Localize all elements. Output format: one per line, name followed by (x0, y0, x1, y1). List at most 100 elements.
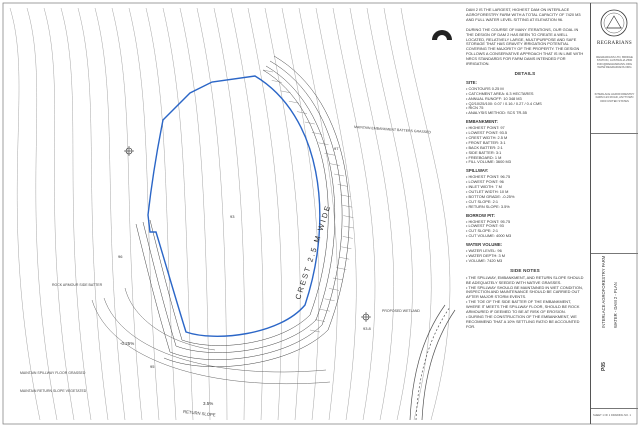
batter-hatch (329, 163, 340, 166)
list-item: • ANALYSIS METHOD: SCS TR-55 (466, 110, 527, 116)
list-item: • SIDE BATTER: 3:1 (466, 149, 502, 155)
list-item: • HIGHEST POINT: 96.75 (466, 174, 511, 180)
batter-hatch (339, 257, 350, 260)
contour-line (77, 7, 109, 421)
contour-line (332, 7, 376, 421)
list-item: • BOTTOM GRADE: -0.25% (466, 193, 515, 199)
list-item: • LOWEST POINT: 96 (466, 179, 504, 185)
batter-hatch (340, 194, 351, 197)
contour-line (366, 7, 413, 421)
list-item: • THE SPILLWAY SHOULD BE MAINTAINED IN W… (466, 284, 583, 300)
wetland-label: PROPOSED WETLAND (382, 309, 420, 313)
list-item: • WATER LEVEL: 96 (466, 248, 502, 254)
survey-marker-icon (361, 312, 371, 322)
divider (591, 133, 638, 134)
list-item: • OUTLET WIDTH: 10 M (466, 189, 509, 194)
batter-hatch (324, 298, 335, 301)
contour-line (247, 7, 282, 421)
batter-label: MAINTAIN EMBANKMENT BATTERS GRASSED (354, 125, 432, 134)
contour-line (94, 7, 126, 421)
project-name: INTERLACE AGROFORESTRY FARM (601, 255, 606, 328)
design-notes: DAM 2 IS THE LARGEST, HIGHEST DAM ON INT… (466, 7, 584, 330)
list-item: • FRONT BATTER: 3:1 (466, 139, 506, 145)
north-arrow-icon (432, 30, 452, 40)
client-address: INTERLACE AGROFORESTRY FARM 123 ROAD, AN… (594, 92, 635, 103)
batter-hatch (311, 132, 322, 135)
batter-hatch (341, 246, 352, 249)
regrarians-logo-icon (600, 9, 628, 37)
batter-hatch (280, 90, 291, 93)
sheet-title: WATER - DAM 2 - PLAN (613, 282, 618, 328)
batter-hatch (318, 142, 329, 145)
list-item: • CUT SLOPE: 2:1 (466, 228, 499, 234)
contour-line (213, 7, 245, 421)
contour-line (264, 7, 301, 421)
list-item: • THE TOE OF THE SIDE BATTER OF THE EMBA… (466, 299, 580, 315)
list-item: • LOWEST POINT: 93 (466, 223, 504, 229)
contour-line (145, 7, 177, 421)
batter-hatch (314, 319, 326, 322)
list-item: • RETURN SLOPE: 3.5% (466, 203, 510, 209)
elevation-label: 93 (230, 214, 235, 219)
batter-hatch (271, 80, 282, 83)
contour-line (400, 7, 451, 421)
list-item: • DURING THE CONSTRUCTION OF THE EMBANKM… (466, 313, 580, 329)
batter-hatch (343, 225, 354, 229)
contour-line (162, 7, 194, 421)
divider (591, 253, 638, 254)
list-item: • WATER DEPTH: 3 M (466, 252, 505, 258)
borrow-list: • HIGHEST POINT: 95.75 • LOWEST POINT: 9… (466, 219, 584, 240)
list-item: • LOWEST POINT: 93.5 (466, 130, 508, 136)
list-item: • CREST WIDTH: 2.5 M (466, 134, 508, 140)
batter-hatch (337, 184, 348, 187)
water-heading: WATER VOLUME: (466, 242, 503, 248)
contour-line (26, 7, 58, 421)
batter-hatch (343, 215, 354, 218)
batter-hatch (288, 101, 299, 104)
full-water-level-line (147, 75, 321, 337)
batter-hatch (342, 236, 353, 239)
batter-hatch (304, 121, 315, 125)
contour-line (281, 7, 320, 421)
spillway-heading: SPILLWAY: (466, 168, 489, 174)
elevation-label: 95 (150, 364, 155, 369)
rock-armour-label: ROCK ARMOUR SIDE BATTER (52, 283, 103, 287)
site-heading: SITE: (466, 79, 477, 85)
borrow-heading: BORROW PIT: (466, 212, 495, 218)
batter-hatch (319, 309, 330, 312)
list-item: • CUT VOLUME: 4000 M3 (466, 233, 512, 239)
contour-line (9, 7, 41, 421)
list-item: • CUT SLOPE: 2:1 (466, 198, 499, 204)
spillway (91, 287, 331, 385)
side-notes-list: • THE SPILLWAY, EMBANKMENT, AND RETURN S… (466, 275, 584, 330)
list-item: • FREEBOARD: 1 M (466, 154, 502, 160)
contour-line (298, 7, 338, 421)
contour-line (111, 7, 143, 421)
list-item: • Q2/10/25/100: 0.07 / 0.16 / 0.27 / 0.4… (466, 100, 542, 106)
batter-hatch (324, 153, 335, 156)
details-heading: DETAILS (514, 70, 536, 76)
contour-line (179, 7, 211, 421)
contour-line (349, 7, 394, 421)
return-slope-label: RETURN SLOPE (183, 409, 216, 417)
batter-hatch (334, 173, 345, 177)
company-address: REGRARIANS LTD, BRIDGE STATION, AUSTRALI… (596, 55, 633, 69)
brand-name: REGRARIANS (597, 41, 632, 46)
title-block: REGRARIANS REGRARIANS LTD, BRIDGE STATIO… (590, 3, 638, 424)
contour-line (128, 7, 160, 421)
spillway-list: • HIGHEST POINT: 96.75 • LOWEST POINT: 9… (466, 174, 584, 209)
list-item: • CATCHMENT AREA: 6.3 HECTARES (466, 90, 534, 96)
water-list: • WATER LEVEL: 96 • WATER DEPTH: 3 M • V… (466, 248, 584, 264)
contour-line (383, 7, 432, 421)
intro-paragraph: DAM 2 IS THE LARGEST, HIGHEST DAM ON INT… (466, 7, 581, 22)
embankment-heading: EMBANKMENT: (466, 119, 498, 125)
sheet-footer: SHEET 1 OF 1 DRAWING NO. 1 (593, 414, 631, 417)
batter-hatch (332, 277, 343, 281)
batter-hatch (342, 205, 353, 208)
list-item: • HIGHEST POINT: 97 (466, 125, 505, 131)
batter-hatch (296, 111, 308, 114)
divider (591, 408, 638, 409)
list-item: • RICN 75 (466, 105, 484, 111)
intro-paragraph-2: DURING THE COURSE OF MANY ITERATIONS, OU… (466, 26, 584, 67)
